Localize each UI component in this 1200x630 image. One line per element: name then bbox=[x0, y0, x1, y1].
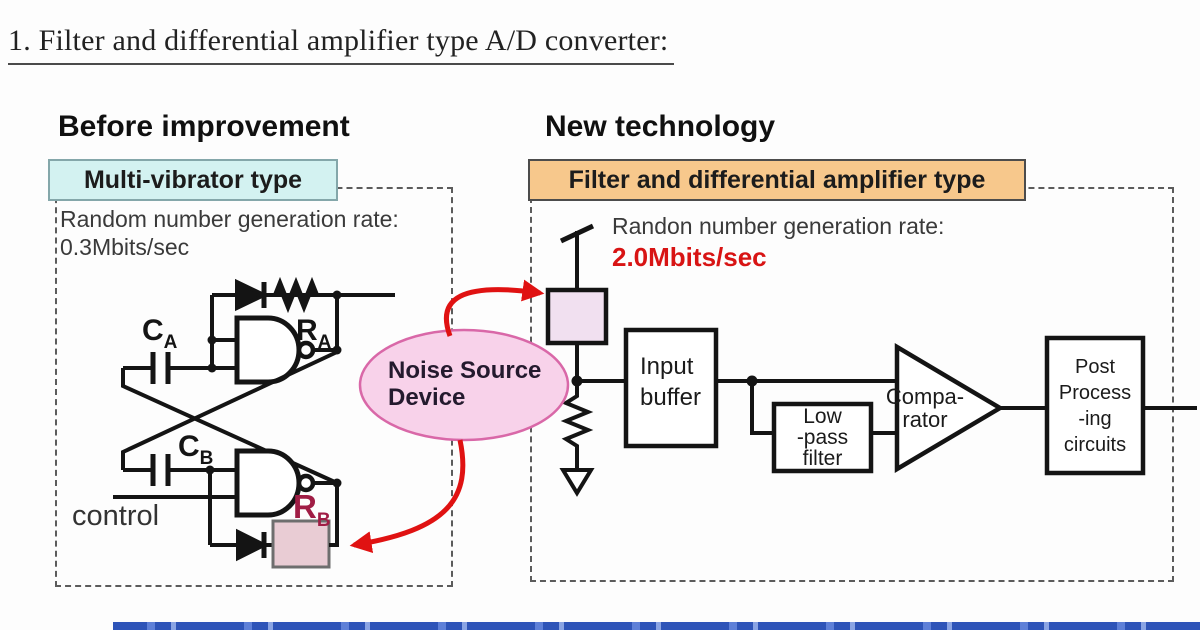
lpf-line2: -pass bbox=[796, 426, 849, 449]
lpf-line1: Low bbox=[803, 405, 842, 428]
ra-sub: A bbox=[317, 332, 332, 353]
noise-label-line1: Noise Source bbox=[388, 357, 542, 384]
new-tech-block-diagram bbox=[545, 223, 1197, 497]
lpf-line3: filter bbox=[802, 447, 843, 470]
multivibrator-circuit bbox=[113, 276, 395, 569]
nand-gate-b bbox=[234, 448, 302, 518]
comparator-triangle bbox=[894, 343, 1005, 473]
noise-source-ellipse bbox=[358, 328, 570, 442]
before-rate-line2: 0.3Mbits/sec bbox=[60, 234, 190, 260]
input-buffer-line1: Input bbox=[640, 353, 694, 380]
noise-label-line2: Device bbox=[388, 384, 466, 411]
diode-a-icon bbox=[235, 278, 269, 312]
resistor-b-label: RB bbox=[293, 488, 331, 532]
filter-amplifier-type-box: Filter and differential amplifier type bbox=[528, 159, 1026, 201]
red-arrow-to-old-icon bbox=[349, 439, 466, 554]
capacitor-a-label: CA bbox=[142, 314, 177, 354]
ground-resistor-icon bbox=[560, 386, 594, 468]
control-label: control bbox=[72, 500, 160, 532]
input-buffer-label: Input buffer bbox=[630, 351, 722, 413]
ra-main: R bbox=[296, 314, 318, 347]
new-technology-heading: New technology bbox=[545, 110, 776, 143]
cap-b-icon bbox=[150, 454, 171, 486]
capacitor-b-label: CB bbox=[178, 430, 213, 470]
diode-b-icon bbox=[236, 528, 269, 562]
new-noise-source-box bbox=[545, 287, 609, 346]
post-processing-box bbox=[1044, 335, 1146, 476]
post-line2: Process bbox=[1058, 382, 1132, 404]
new-rate-line1: Randon number generation rate: bbox=[612, 213, 945, 239]
ground-icon bbox=[559, 468, 595, 497]
red-arrow-to-new-icon bbox=[443, 279, 545, 337]
input-buffer-box bbox=[623, 327, 719, 449]
cb-sub: B bbox=[199, 448, 214, 469]
filter-amplifier-type-label: Filter and differential amplifier type bbox=[568, 165, 986, 194]
input-buffer-line2: buffer bbox=[640, 384, 701, 411]
resistor-a-icon bbox=[273, 276, 319, 314]
low-pass-filter-box bbox=[771, 401, 874, 474]
rb-main: R bbox=[293, 488, 317, 525]
ca-sub: A bbox=[163, 332, 178, 353]
comparator-line2: rator bbox=[902, 407, 948, 432]
cross-wire-1 bbox=[121, 350, 338, 470]
resistor-a-label: RA bbox=[296, 314, 331, 354]
rb-sub: B bbox=[316, 510, 331, 531]
comparator-line1: Compa- bbox=[885, 384, 965, 409]
multi-vibrator-type-label: Multi-vibrator type bbox=[83, 165, 303, 194]
clipped-bottom-bar bbox=[113, 622, 1200, 630]
new-rate-line2: 2.0Mbits/sec bbox=[612, 242, 767, 272]
page-title: 1. Filter and differential amplifier typ… bbox=[8, 24, 675, 65]
noise-source-device-label: Noise Source Device bbox=[388, 357, 541, 411]
post-line3: -ing bbox=[1078, 408, 1112, 430]
cap-a-icon bbox=[150, 352, 171, 384]
post-processing-label: Post Process -ing circuits bbox=[1049, 354, 1141, 458]
comparator-label: Compa- rator bbox=[872, 385, 978, 431]
branch-to-lpf-wire bbox=[750, 381, 774, 435]
ca-main: C bbox=[142, 314, 164, 347]
low-pass-filter-label: Low -pass filter bbox=[776, 406, 869, 469]
cb-main: C bbox=[178, 430, 200, 463]
junction-dots-left bbox=[205, 290, 342, 488]
before-rate-line1: Random number generation rate: bbox=[60, 206, 399, 232]
multi-vibrator-type-box: Multi-vibrator type bbox=[48, 159, 338, 201]
post-line4: circuits bbox=[1063, 434, 1127, 456]
before-improvement-heading: Before improvement bbox=[58, 110, 350, 143]
post-line1: Post bbox=[1074, 356, 1116, 378]
